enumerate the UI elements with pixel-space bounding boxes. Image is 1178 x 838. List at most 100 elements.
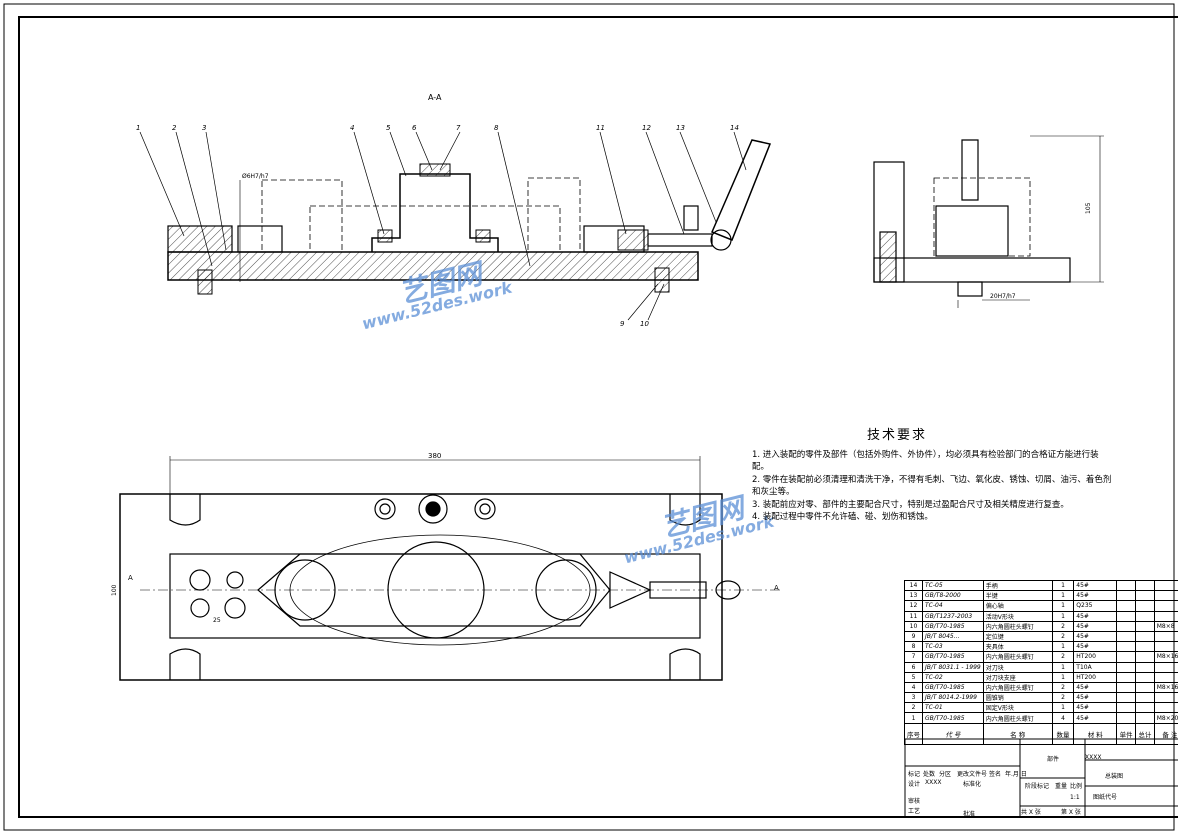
drawing-title: 总装图 <box>1105 771 1123 780</box>
bom-cell-qty: 2 <box>1052 652 1074 662</box>
bom-cell-qty: 1 <box>1052 601 1074 611</box>
bom-cell-mat: 45# <box>1074 703 1117 713</box>
bom-cell-mat: T10A <box>1074 662 1117 672</box>
bom-cell-name: 半键 <box>983 591 1052 601</box>
bom-cell-qty: 1 <box>1052 581 1074 591</box>
bom-cell-w2 <box>1136 611 1155 621</box>
bom-cell-mat: 45# <box>1074 581 1117 591</box>
bom-cell-qty: 1 <box>1052 642 1074 652</box>
bom-cell-no: 7 <box>905 652 923 662</box>
bom-cell-name: 对刀块 <box>983 662 1052 672</box>
bom-cell-name: 固定V形块 <box>983 703 1052 713</box>
bom-cell-w1 <box>1117 591 1136 601</box>
bom-cell-no: 1 <box>905 713 923 723</box>
bom-cell-qty: 1 <box>1052 672 1074 682</box>
bom-cell-code: TC-03 <box>923 642 984 652</box>
bom-cell-w1 <box>1117 682 1136 692</box>
scale-label: 比例 <box>1070 781 1082 790</box>
bom-cell-rem <box>1154 693 1178 703</box>
width-dimension: 100 <box>111 584 118 596</box>
bom-cell-qty: 4 <box>1052 713 1074 723</box>
bom-cell-qty: 1 <box>1052 591 1074 601</box>
bom-cell-no: 2 <box>905 703 923 713</box>
bom-cell-mat: HT200 <box>1074 672 1117 682</box>
bom-cell-name: 对刀块支座 <box>983 672 1052 682</box>
bom-cell-mat: 45# <box>1074 682 1117 692</box>
sheet-count: 共 X 张 <box>1021 807 1041 816</box>
bom-cell-w2 <box>1136 703 1155 713</box>
bom-cell-rem <box>1154 601 1178 611</box>
sheet-number: 第 X 张 <box>1061 807 1081 816</box>
bom-cell-w1 <box>1117 662 1136 672</box>
callout-7: 7 <box>456 124 461 132</box>
section-label: A-A <box>428 93 442 102</box>
callout-1: 1 <box>136 124 140 132</box>
bom-cell-mat: 45# <box>1074 611 1117 621</box>
bom-cell-rem <box>1154 631 1178 641</box>
bom-cell-no: 13 <box>905 591 923 601</box>
design-label: 设计 <box>908 779 920 788</box>
bom-cell-w2 <box>1136 642 1155 652</box>
callout-4: 4 <box>350 124 354 132</box>
bom-cell-w1 <box>1117 621 1136 631</box>
bom-cell-rem <box>1154 662 1178 672</box>
bom-cell-no: 10 <box>905 621 923 631</box>
bom-cell-no: 11 <box>905 611 923 621</box>
bom-cell-qty: 2 <box>1052 621 1074 631</box>
process-label: 工艺 <box>908 806 920 815</box>
offset-dimension: 25 <box>213 617 221 624</box>
bom-cell-name: 内六角圆柱头螺钉 <box>983 621 1052 631</box>
bom-cell-w2 <box>1136 662 1155 672</box>
bom-cell-qty: 2 <box>1052 682 1074 692</box>
scale-value: 1:1 <box>1070 794 1080 801</box>
drawing-no-label: 图纸代号 <box>1093 792 1117 801</box>
requirement-3: 3. 装配前应对零、部件的主要配合尺寸，特别是过盈配合尺寸及相关精度进行复查。 <box>752 499 1112 512</box>
bom-cell-rem <box>1154 703 1178 713</box>
tool-setting-block <box>420 164 450 176</box>
bom-cell-no: 3 <box>905 693 923 703</box>
bom-cell-w2 <box>1136 591 1155 601</box>
bom-cell-rem <box>1154 591 1178 601</box>
bom-cell-mat: HT200 <box>1074 652 1117 662</box>
side-view: 105 20H7/h7 <box>874 136 1104 308</box>
bom-cell-code: TC-01 <box>923 703 984 713</box>
rev-label-count: 处数 <box>923 769 935 778</box>
bom-cell-mat: 45# <box>1074 591 1117 601</box>
plan-view: 380 A A 25 100 <box>111 452 780 680</box>
unit-label: 部件 <box>1047 754 1059 763</box>
requirement-4: 4. 装配过程中零件不允许磕、碰、划伤和锈蚀。 <box>752 511 1112 524</box>
bom-cell-code: GB/T70-1985 <box>923 682 984 692</box>
bom-cell-w2 <box>1136 631 1155 641</box>
bom-cell-rem <box>1154 642 1178 652</box>
fit-dimension-left: Ø6H7/h7 <box>242 173 269 180</box>
callout-10: 10 <box>640 320 649 328</box>
callout-13: 13 <box>676 124 685 132</box>
callout-9: 9 <box>620 320 625 328</box>
bom-cell-mat: 45# <box>1074 642 1117 652</box>
callout-3: 3 <box>202 124 206 132</box>
bom-cell-no: 14 <box>905 581 923 591</box>
bom-cell-w2 <box>1136 682 1155 692</box>
bom-cell-w2 <box>1136 672 1155 682</box>
bom-cell-name: 手柄 <box>983 581 1052 591</box>
weight-label: 重量 <box>1055 781 1067 790</box>
section-arrow-left: A <box>128 574 133 582</box>
callout-6: 6 <box>412 124 417 132</box>
bom-cell-qty: 1 <box>1052 611 1074 621</box>
approve-label: 批准 <box>963 809 975 818</box>
bom-cell-w1 <box>1117 693 1136 703</box>
bom-cell-w1 <box>1117 703 1136 713</box>
bom-cell-w2 <box>1136 601 1155 611</box>
callout-14: 14 <box>730 124 739 132</box>
bom-cell-qty: 1 <box>1052 662 1074 672</box>
bom-cell-code: JB/T 8031.1 - 1999 <box>923 662 984 672</box>
company-name: XXXX <box>1085 754 1101 761</box>
bom-cell-mat: 45# <box>1074 693 1117 703</box>
